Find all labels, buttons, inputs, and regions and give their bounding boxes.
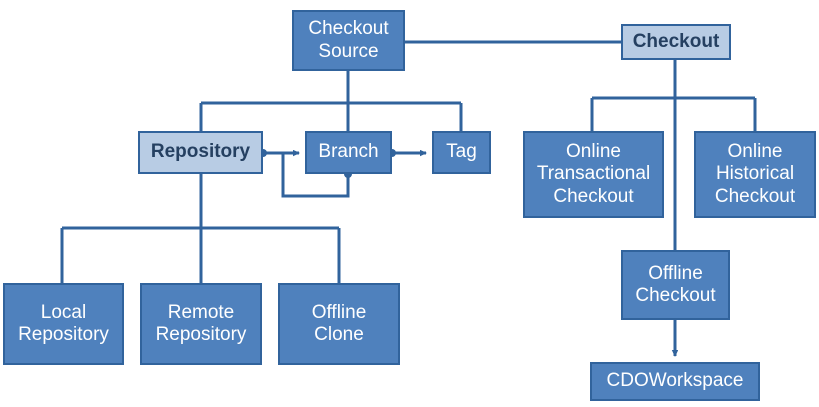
- node-checkout-source-label: Checkout Source: [308, 18, 389, 62]
- node-online-transactional-checkout-label: Online Transactional Checkout: [536, 140, 651, 207]
- node-offline-checkout[interactable]: Offline Checkout: [621, 250, 730, 320]
- node-remote-repository[interactable]: Remote Repository: [140, 283, 262, 365]
- node-tag-label: Tag: [446, 141, 477, 163]
- node-branch-label: Branch: [318, 141, 379, 163]
- node-offline-checkout-label: Offline Checkout: [635, 262, 716, 306]
- node-offline-clone-label: Offline Clone: [311, 301, 367, 345]
- node-checkout[interactable]: Checkout: [621, 24, 731, 60]
- node-checkout-source[interactable]: Checkout Source: [292, 10, 405, 71]
- node-cdoworkspace[interactable]: CDOWorkspace: [590, 362, 760, 401]
- node-checkout-label: Checkout: [632, 30, 720, 52]
- node-repository[interactable]: Repository: [138, 131, 263, 174]
- node-local-repository-label: Local Repository: [18, 301, 109, 345]
- node-online-historical-checkout[interactable]: Online Historical Checkout: [694, 131, 816, 218]
- node-tag[interactable]: Tag: [432, 131, 491, 174]
- connector-branch-self-loop: [281, 153, 350, 198]
- node-local-repository[interactable]: Local Repository: [3, 283, 124, 365]
- node-online-transactional-checkout[interactable]: Online Transactional Checkout: [523, 131, 664, 218]
- node-offline-clone[interactable]: Offline Clone: [278, 283, 400, 365]
- node-cdoworkspace-label: CDOWorkspace: [606, 370, 744, 392]
- node-online-historical-checkout-label: Online Historical Checkout: [714, 140, 796, 207]
- node-branch[interactable]: Branch: [305, 131, 392, 174]
- node-repository-label: Repository: [150, 141, 251, 163]
- node-remote-repository-label: Remote Repository: [155, 301, 247, 345]
